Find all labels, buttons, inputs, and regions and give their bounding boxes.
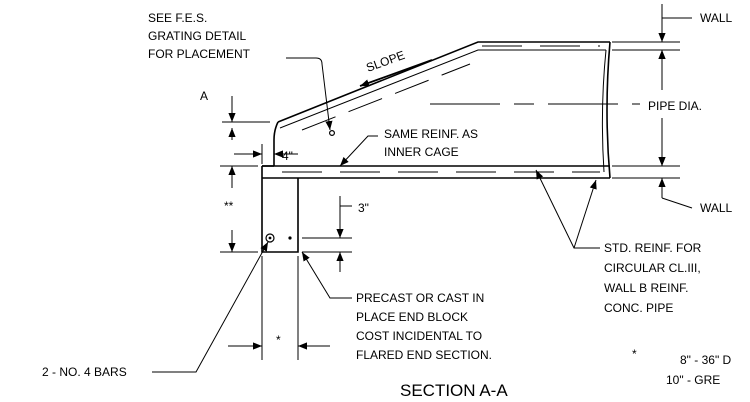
end-block-line-3: COST INCIDENTAL TO — [356, 329, 482, 343]
flared-end-section-outline — [261, 41, 611, 253]
end-block-line-1: PRECAST OR CAST IN — [356, 291, 484, 305]
star-label: * — [276, 333, 281, 347]
footnote-star: * — [632, 347, 637, 361]
wall-top-label: WALL — [700, 11, 733, 25]
section-title: SECTION A-A — [400, 381, 508, 400]
pipe-dia-label: PIPE DIA. — [648, 99, 702, 113]
std-reinf-line-3: WALL B REINF. — [604, 281, 688, 295]
dim-3in-lines — [302, 196, 352, 272]
reinforcement-lines — [282, 45, 640, 173]
star-dimension — [228, 256, 330, 360]
fes-note-line-2: GRATING DETAIL — [148, 29, 247, 43]
bar-dot-left — [268, 236, 272, 240]
leaders — [152, 57, 600, 373]
end-block-line-2: PLACE END BLOCK — [356, 310, 468, 324]
bar-dot-right — [288, 236, 292, 240]
footnote-line-2: 10" - GRE — [666, 373, 720, 387]
double-star-dimension — [220, 165, 258, 253]
bar-circle — [265, 233, 275, 243]
end-block-line-4: FLARED END SECTION. — [356, 348, 492, 362]
std-reinf-line-2: CIRCULAR CL.III, — [604, 261, 701, 275]
same-reinf-line-2: INNER CAGE — [384, 145, 459, 159]
fes-note-line-3: FOR PLACEMENT — [148, 47, 251, 61]
double-star-label: ** — [224, 199, 234, 213]
dim-4in-lines — [234, 144, 298, 164]
wall-bottom-label: WALL — [700, 201, 733, 215]
right-dimensions — [612, 4, 693, 209]
same-reinf-line-1: SAME REINF. AS — [384, 127, 478, 141]
dim-4in-label: 4" — [282, 149, 293, 163]
std-reinf-line-4: CONC. PIPE — [604, 301, 673, 315]
end-block-bars — [265, 130, 336, 243]
dim-3in-label: 3" — [358, 201, 369, 215]
bars-label: 2 - NO. 4 BARS — [42, 365, 127, 379]
a-dimension — [222, 96, 270, 140]
fes-note-line-1: SEE F.E.S. — [148, 11, 207, 25]
std-reinf-line-1: STD. REINF. FOR — [604, 241, 702, 255]
a-label: A — [200, 89, 208, 103]
grating-dot — [329, 130, 336, 137]
footnote-line-1: 8" - 36" D — [680, 353, 732, 367]
